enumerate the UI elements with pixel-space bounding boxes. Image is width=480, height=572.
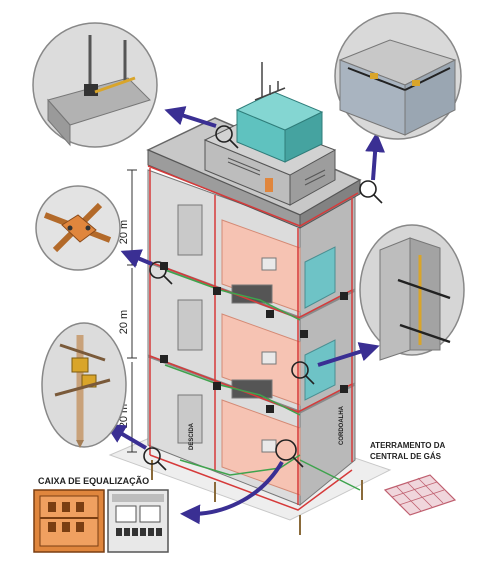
callout-arrows [105, 106, 386, 525]
callout-rod-detail [32, 22, 158, 148]
callout-wall-bar [359, 224, 465, 361]
magnifiers [143, 125, 383, 471]
callout-ground-rod [41, 322, 127, 448]
callout-roof-edge [334, 12, 462, 140]
equalization-box-label: CAIXA DE EQUALIZAÇÃO [38, 476, 149, 486]
roof-edge-side [299, 179, 361, 229]
interior-details [177, 204, 277, 453]
dimension-markers [127, 169, 137, 453]
ground-rods [151, 460, 363, 535]
equalization-box [33, 489, 169, 553]
ground-wires [164, 269, 361, 491]
gas-grounding-label-line2: CENTRAL DE GÁS [370, 452, 442, 461]
clamps [160, 262, 348, 413]
callout-cross-connector [35, 185, 121, 271]
machine-room-vents [227, 157, 326, 186]
dimension-label-middle: 20 m [118, 310, 130, 334]
gas-panel-grid [391, 477, 445, 512]
vertical-label-2: CORDOALHA [339, 405, 345, 445]
dimension-label-top: 20 m [118, 220, 130, 244]
vertical-label: DESCIDA [189, 422, 195, 450]
machine-room-door [265, 178, 273, 192]
gas-grounding-label-line1: ATERRAMENTO DA [370, 441, 445, 450]
lightning-rod [254, 62, 286, 101]
down-conductors [147, 165, 359, 511]
